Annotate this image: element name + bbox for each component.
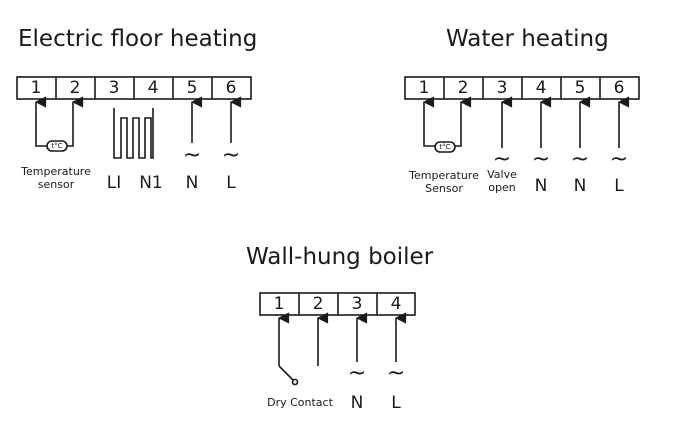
floor-label-n: N	[185, 173, 199, 193]
floor-label-li: LI	[106, 173, 122, 193]
water-terminal-1: 1	[418, 78, 430, 98]
water-label-n1: N	[534, 176, 548, 196]
water-terminal-5: 5	[574, 78, 586, 98]
boiler-terminal-3: 3	[351, 294, 363, 314]
water-terminal-3: 3	[496, 78, 508, 98]
water-n2-tilde: ~	[570, 147, 590, 172]
floor-sensor-label-1: Temperature	[21, 165, 91, 178]
dry-contact-label: Dry Contact	[267, 396, 333, 409]
floor-label-n1: N1	[139, 173, 163, 193]
floor-sensor-icon	[46, 140, 68, 152]
water-terminal-4: 4	[535, 78, 547, 98]
floor-terminal-4: 4	[147, 78, 159, 98]
water-sensor-symbol: t°C	[439, 143, 451, 151]
floor-terminal-2: 2	[69, 78, 81, 98]
water-heating-title: Water heating	[446, 26, 609, 52]
boiler-n-tilde: ~	[347, 361, 367, 386]
water-sensor-label-1: Temperature	[409, 169, 479, 182]
water-n1-tilde: ~	[531, 147, 551, 172]
floor-terminal-1: 1	[30, 78, 42, 98]
boiler-terminal-4: 4	[390, 294, 402, 314]
floor-terminal-6: 6	[225, 78, 237, 98]
water-valve-label-1: Valve	[487, 168, 517, 181]
water-label-n2: N	[573, 176, 587, 196]
boiler-terminal-2: 2	[312, 294, 324, 314]
boiler-label-n: N	[350, 393, 364, 413]
water-label-l: L	[614, 176, 624, 196]
floor-terminal-5: 5	[186, 78, 198, 98]
floor-sensor-wire	[34, 96, 84, 147]
boiler-terminal-1: 1	[273, 294, 285, 314]
floor-heating-title: Electric floor heating	[18, 26, 258, 52]
water-valve-tilde: ~	[492, 147, 512, 172]
water-terminal-2: 2	[457, 78, 469, 98]
floor-label-l: L	[226, 173, 236, 193]
water-sensor-icon	[434, 141, 456, 153]
dry-contact-switch	[278, 365, 295, 382]
floor-sensor-symbol: t°C	[51, 142, 63, 150]
boiler-l-tilde: ~	[386, 361, 406, 386]
boiler-label-l: L	[391, 393, 401, 413]
water-l-tilde: ~	[609, 147, 629, 172]
water-sensor-wire	[422, 96, 472, 147]
floor-n-tilde: ~	[182, 143, 202, 168]
water-valve-label-2: open	[488, 181, 516, 194]
floor-l-tilde: ~	[221, 143, 241, 168]
water-sensor-label-2: Sensor	[425, 182, 463, 195]
floor-sensor-label-2: sensor	[37, 178, 75, 191]
floor-terminal-3: 3	[108, 78, 120, 98]
water-terminal-6: 6	[613, 78, 625, 98]
floor-heater-coil	[113, 108, 154, 159]
boiler-title: Wall-hung boiler	[246, 244, 434, 270]
